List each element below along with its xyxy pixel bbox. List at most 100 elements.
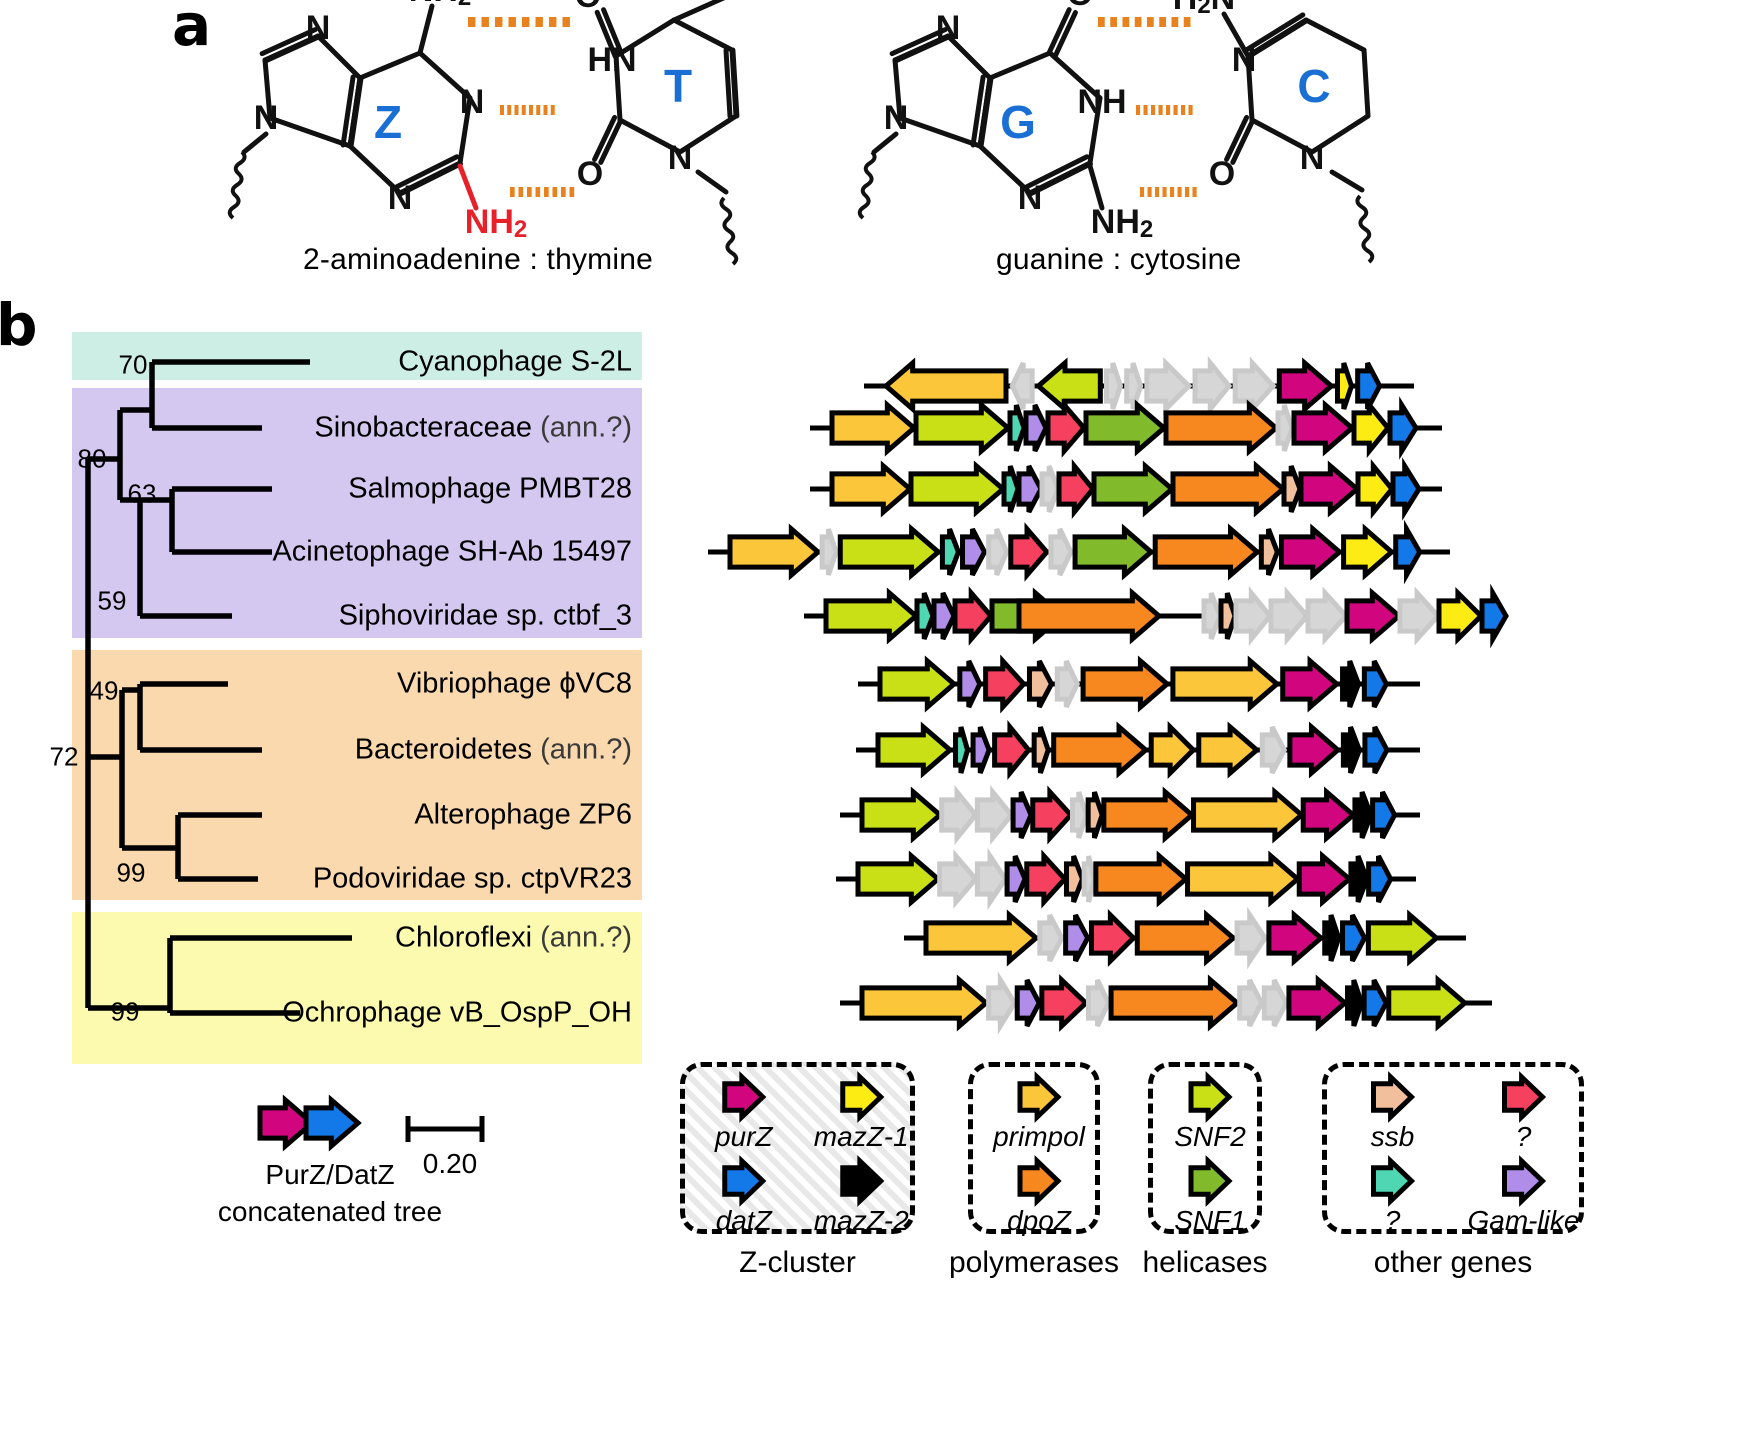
gene-arrow-unannotated (1201, 592, 1223, 640)
gene-arrow-unannotated (1081, 855, 1097, 903)
legend-item-label: datZ (715, 1205, 772, 1236)
gene-map-row (904, 906, 1466, 970)
gene-arrow-dpoZ (1016, 587, 1163, 645)
gene-arrow-unknown_teal (914, 592, 936, 640)
bootstrap-value: 99 (110, 996, 140, 1027)
chem-bond (1230, 117, 1256, 165)
g-6-oxo: O (1067, 0, 1093, 13)
legend-item-label: dpoZ (1007, 1205, 1071, 1236)
taxon-label: Alterophage ZP6 (414, 799, 632, 832)
bootstrap-value: 72 (49, 741, 79, 772)
chem-bond (357, 50, 423, 81)
legend-item-mazz-1: mazZ-1 (803, 1071, 921, 1153)
taxon-name: Cyanophage S-2L (398, 345, 632, 378)
legend-item-primpol: primpol (973, 1071, 1105, 1153)
gene-arrow-SNF1 (1083, 399, 1168, 457)
bootstrap-value: 49 (89, 675, 119, 706)
chem-bond (1303, 17, 1367, 53)
gene-arrow-datZ (722, 1155, 767, 1207)
hydrogen-bond-dot (521, 105, 526, 115)
z-2-amino: NH2 (465, 203, 527, 243)
base-pair-diagrams: NNNNNH2NH2ZHNNOOTNNNHNONH2GNNH2NOC (227, 0, 1375, 266)
gene-arrow-purZ (1278, 523, 1344, 581)
bootstrap-value: 99 (116, 857, 146, 888)
gene-arrow-unannotated (1039, 465, 1061, 513)
legend-purz-arrow (257, 1094, 316, 1152)
legend-arrow-icon (1017, 1071, 1062, 1123)
bootstrap-value: 80 (77, 443, 107, 474)
gene-arrow-unknown_red (952, 586, 995, 646)
gene-arrow-datZ (1387, 396, 1419, 460)
hydrogen-bond-dot (495, 17, 503, 27)
legend-arrow-icon (839, 1155, 884, 1207)
gene-arrow-unknown_red (1039, 974, 1090, 1032)
taxon-annotation-flag: (ann.?) (540, 921, 632, 954)
chem-bond (871, 131, 899, 155)
gene-arrow-unknown_red (983, 654, 1028, 714)
gene-arrow-mazZ-1 (1335, 362, 1355, 410)
legend-item-?: ? (1327, 1155, 1458, 1237)
legend-item-?: ? (1458, 1071, 1589, 1153)
panel-b-letter: b (0, 291, 38, 359)
gene-arrow-primpol (727, 523, 822, 581)
gene-arrow-mazZ-1 (839, 1071, 884, 1123)
taxon-label: Chloroflexi (ann.?) (395, 922, 632, 955)
sugar-attachment-squiggle (857, 150, 877, 220)
purine-N7: N (306, 9, 331, 47)
legend-arrow-icon (722, 1071, 767, 1123)
gene-arrow-mazZ-2 (1345, 979, 1365, 1027)
legend-item-label: Gam-like (1467, 1205, 1580, 1236)
chem-bond (671, 0, 726, 23)
legend-group-caption: polymerases (948, 1246, 1120, 1279)
gene-arrow-Gam-like (1502, 1155, 1547, 1207)
hydrogen-bond-dot (507, 105, 512, 115)
gene-arrow-unknown_red (1056, 458, 1097, 520)
gene-arrow-unannotated (1259, 725, 1288, 775)
gene-arrow-SNF2 (875, 721, 954, 779)
right-pair-caption: guanine : cytosine (996, 243, 1242, 276)
bootstrap-value: 59 (97, 585, 127, 616)
taxon-label: Vibriophage ϕVC8 (397, 668, 632, 701)
gene-arrow-unannotated (986, 528, 1010, 576)
gene-arrow-unannotated (1397, 586, 1442, 646)
gene-arrow-SNF1 (1188, 1155, 1233, 1207)
chem-bond (897, 115, 983, 149)
bootstrap-value: 70 (118, 349, 148, 380)
legend-item-label: purZ (714, 1121, 773, 1152)
hydrogen-bond-dot (1143, 105, 1148, 115)
hydrogen-bond-dot (1177, 187, 1182, 197)
gene-arrow-mazZ-2 (1352, 791, 1374, 839)
legend-arrow-icon (1188, 1071, 1233, 1123)
hydrogen-bond-dot (1147, 187, 1152, 197)
chem-bond (259, 27, 318, 57)
hydrogen-bond-dot (1159, 17, 1166, 27)
taxon-label: Podoviridae sp. ctpVR23 (313, 863, 632, 896)
gene-arrow-purZ (1276, 357, 1336, 415)
chem-bond (1245, 53, 1255, 123)
g-2-amino: NH2 (1091, 203, 1153, 243)
gene-arrow-mazZ-2 (1348, 855, 1370, 903)
gene-arrow-unannotated (1144, 356, 1193, 416)
sugar-attachment-squiggle (719, 196, 739, 266)
chem-bond (262, 34, 321, 64)
gene-arrow-datZ (1370, 790, 1398, 840)
base-label-z: Z (374, 96, 402, 148)
chem-bond (1027, 161, 1093, 197)
gene-arrow-dpoZ (1101, 786, 1196, 844)
gene-arrow-Gam-like (1004, 855, 1028, 903)
t-2-oxo: O (577, 155, 603, 193)
chem-bond (677, 113, 739, 155)
gene-arrow-unannotated (1085, 978, 1112, 1028)
gene-arrow-unannotated (1232, 356, 1277, 416)
gene-map-row (864, 355, 1414, 417)
hydrogen-bond-dot (522, 17, 530, 27)
t-4-oxo: O (575, 0, 601, 15)
gene-arrow-unknown_teal (939, 528, 962, 576)
taxon-name: Podoviridae sp. ctpVR23 (312, 862, 632, 895)
legend-item-mazz-2: mazZ-2 (803, 1155, 921, 1237)
taxon-name: Chloroflexi (395, 921, 541, 954)
gene-arrow-dpoZ (1152, 523, 1262, 581)
gene-arrow-SNF2 (1386, 974, 1469, 1032)
legend-arrow-icon (1371, 1071, 1416, 1123)
